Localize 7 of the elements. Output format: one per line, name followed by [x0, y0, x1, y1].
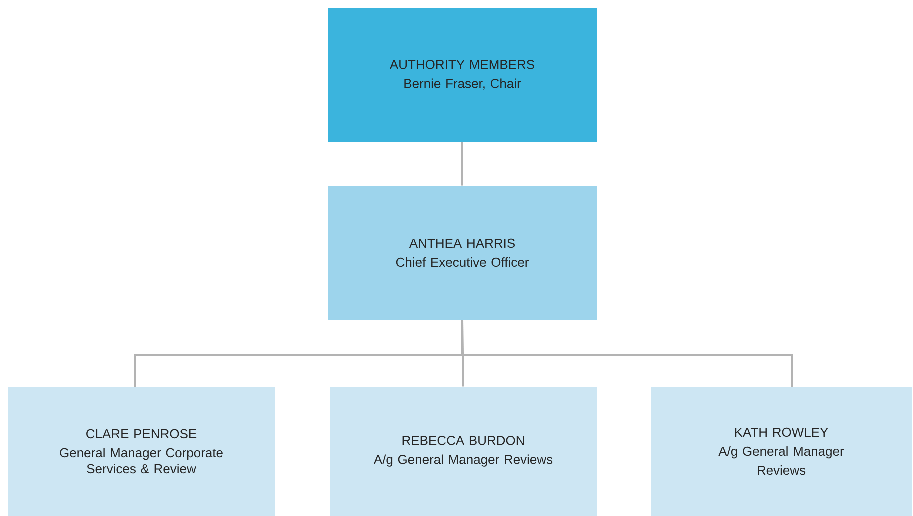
org-box: CLARE PENROSE General Manager Corporate Services & Review	[8, 386, 275, 516]
connector-line	[462, 320, 793, 387]
org-box: AUTHORITY MEMBERS Bernie Fraser, Chair	[328, 8, 597, 142]
org-box: KATH ROWLEY A/g General Manager Reviews	[651, 386, 912, 516]
org-box: REBECCA BURDON A/g General Manager Reviews	[330, 386, 597, 516]
connector-line	[462, 142, 464, 186]
org-box: ANTHEA HARRIS Chief Executive Officer	[328, 186, 597, 320]
